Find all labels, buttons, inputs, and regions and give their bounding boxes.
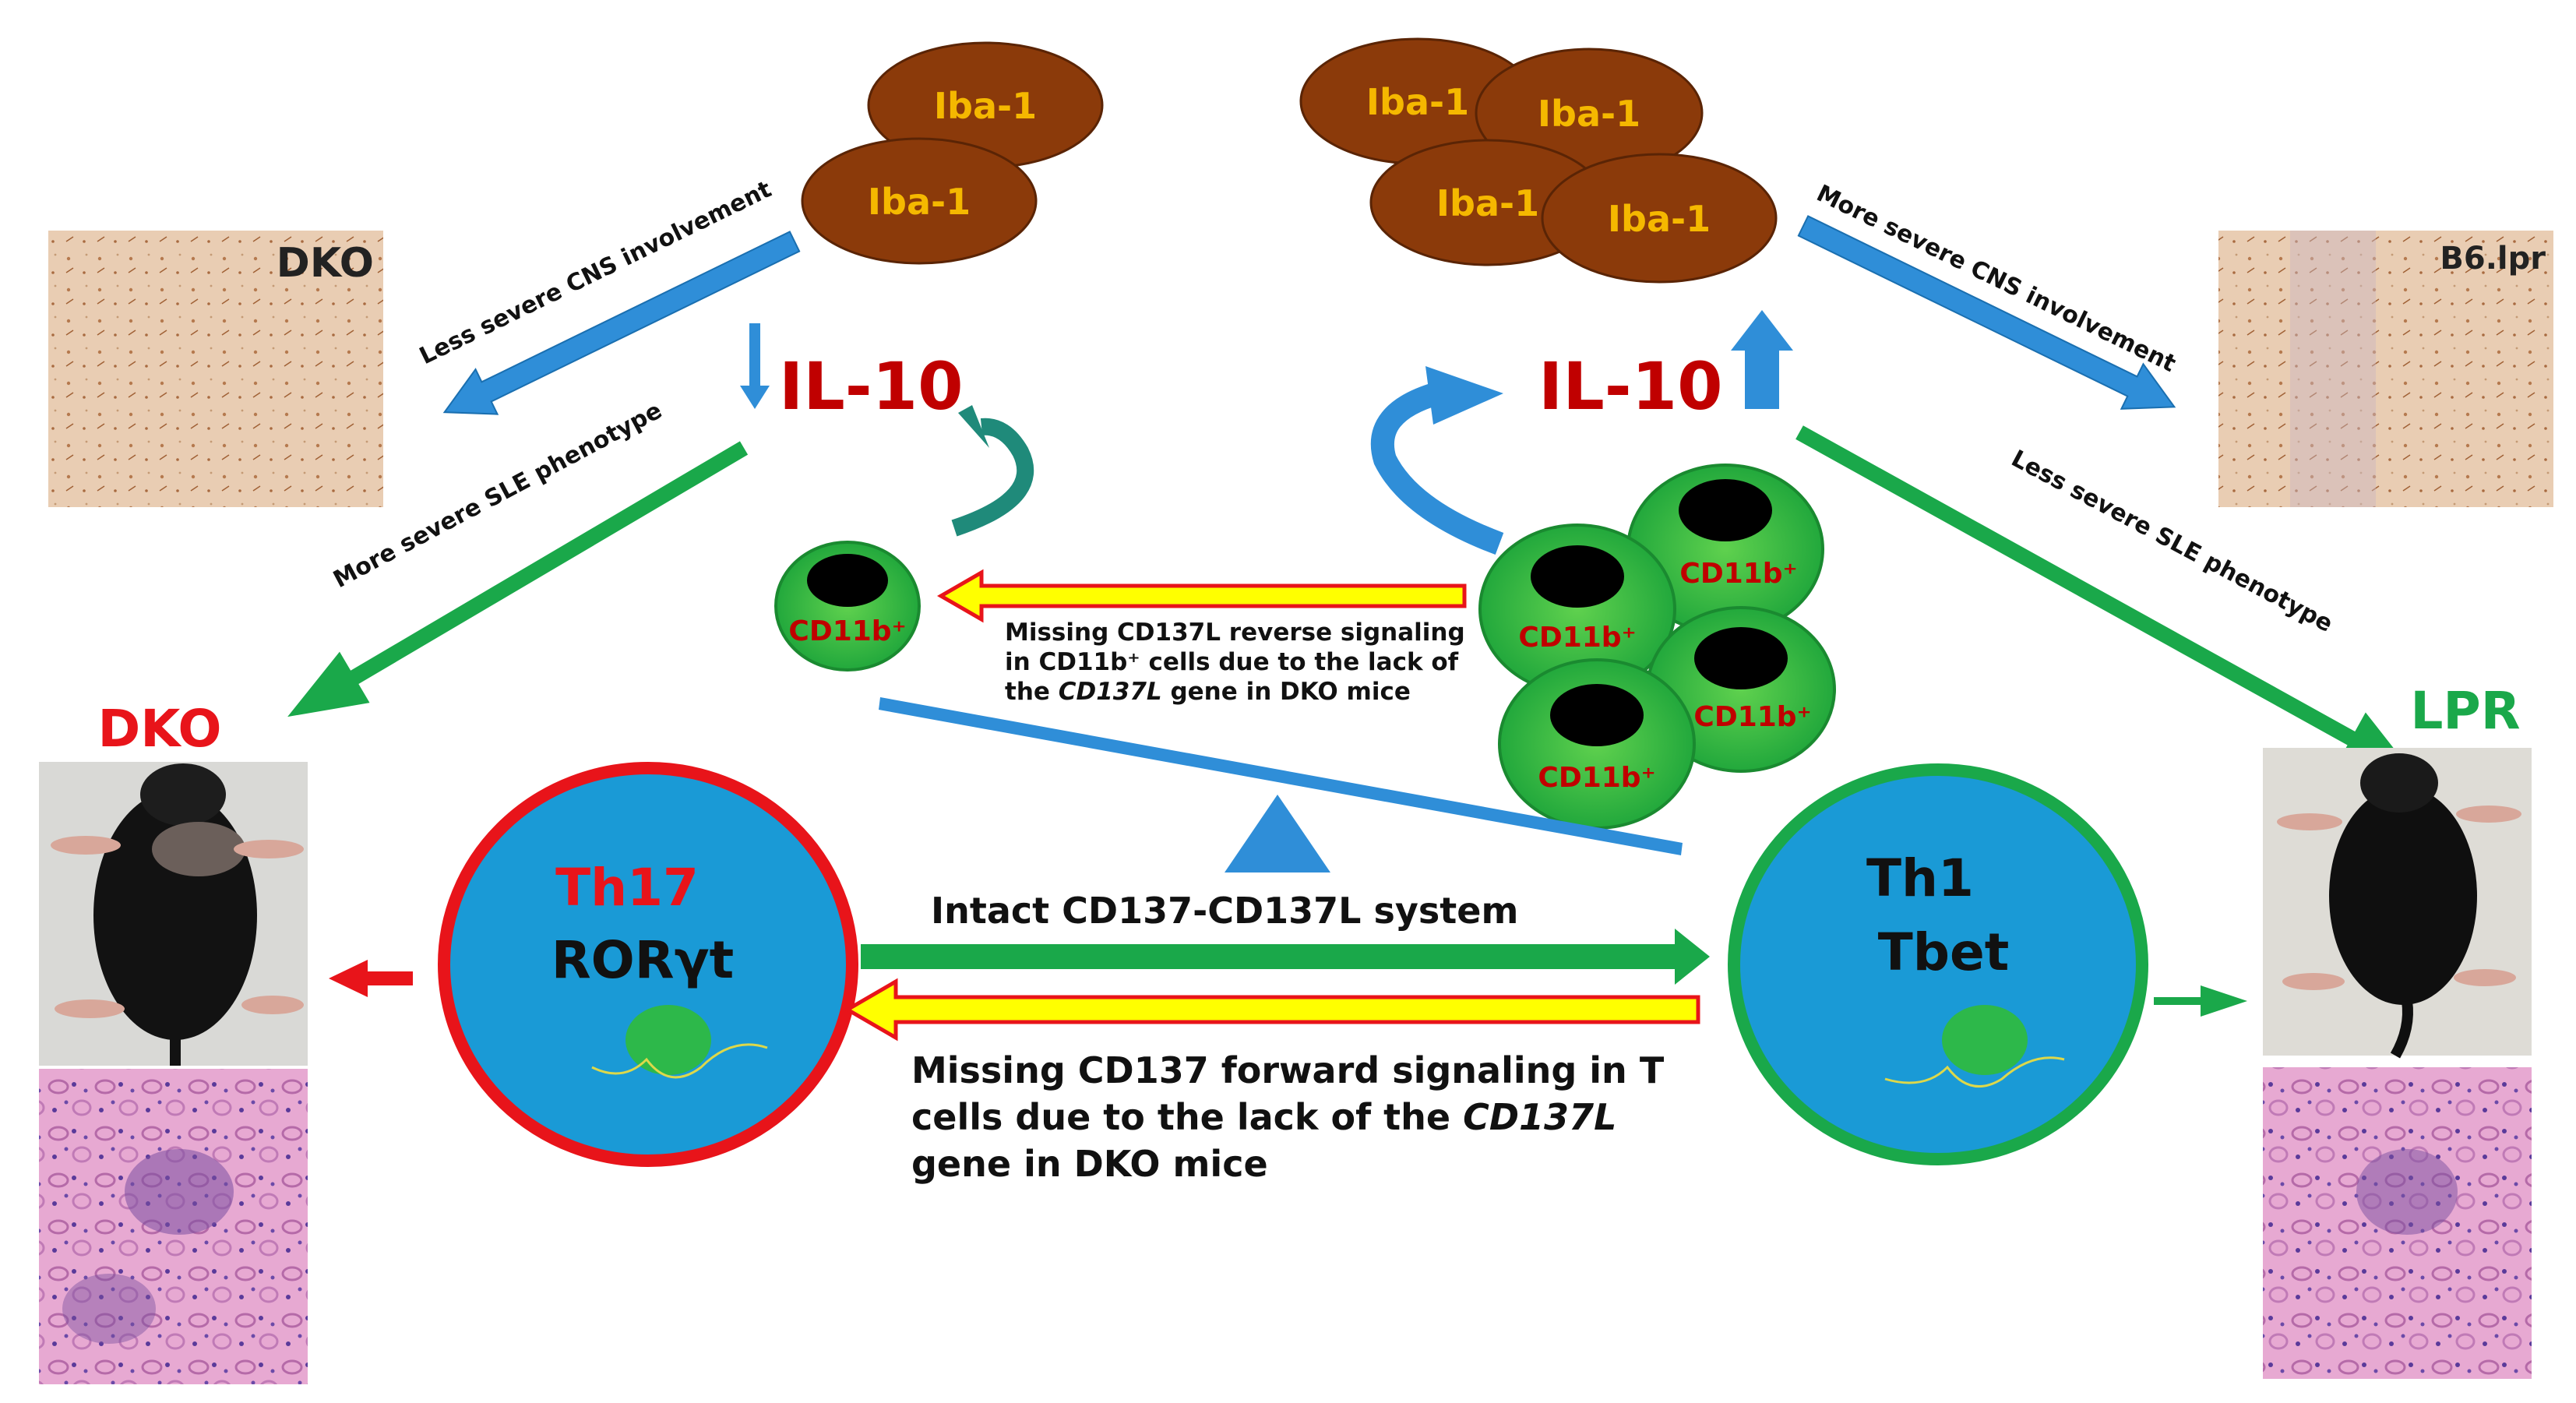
iba1-cluster-left: Iba-1 Iba-1 bbox=[801, 41, 1104, 265]
il10-down-arrow bbox=[740, 323, 770, 409]
iba1-label: Iba-1 bbox=[934, 85, 1037, 127]
il10-up-arrow bbox=[1731, 310, 1793, 409]
left-mouse-label: DKO bbox=[97, 699, 221, 759]
green-arrow-right bbox=[2154, 985, 2247, 1017]
th17-dna bbox=[591, 1043, 768, 1079]
less-cns-arrow bbox=[442, 231, 801, 415]
lpr-kidney-histology bbox=[2263, 1067, 2532, 1379]
seesaw bbox=[879, 697, 1683, 872]
il10-right-label: IL-10 bbox=[1538, 348, 1723, 425]
missing-forward-signal-arrow bbox=[844, 978, 1700, 1042]
iba1-label: Iba-1 bbox=[868, 181, 971, 223]
iba1-cell bbox=[1541, 153, 1778, 284]
more-cns-label: More severe CNS involvement bbox=[1812, 180, 2180, 378]
seesaw-fulcrum bbox=[1225, 795, 1330, 872]
missing-reverse-signal-note: Missing CD137L reverse signaling in CD11… bbox=[1005, 619, 1473, 706]
iba1-label: Iba-1 bbox=[1538, 93, 1640, 135]
iba1-label: Iba-1 bbox=[1608, 198, 1711, 240]
th1-label: Th1 bbox=[1866, 848, 1974, 908]
iba1-label: Iba-1 bbox=[1366, 81, 1469, 123]
il10-left-label: IL-10 bbox=[779, 348, 964, 425]
lpr-mouse-photo bbox=[2263, 748, 2532, 1059]
cd11b-label: CD11b⁺ bbox=[1693, 701, 1811, 733]
dko-mouse-photo bbox=[39, 762, 308, 1066]
more-cns-arrow bbox=[1797, 215, 2176, 410]
tbet-label: Tbet bbox=[1878, 922, 2010, 982]
th17-nucleus bbox=[625, 1005, 711, 1075]
missing-forward-signal-note: Missing CD137 forward signaling in T cel… bbox=[911, 1049, 1676, 1185]
intact-system-arrow bbox=[861, 929, 1710, 985]
iba1-cluster-right: Iba-1 Iba-1 Iba-1 Iba-1 bbox=[1299, 37, 1778, 284]
cd11b-label: CD11b⁺ bbox=[1538, 762, 1655, 794]
seesaw-beam bbox=[879, 697, 1683, 855]
brain-section-dko: DKO bbox=[48, 231, 383, 507]
right-mouse-label: LPR bbox=[2410, 681, 2520, 741]
brain-section-label: DKO bbox=[277, 240, 374, 287]
cd11b-label: CD11b⁺ bbox=[1679, 558, 1797, 590]
curved-arrow-left bbox=[951, 405, 1034, 537]
less-sle-arrow bbox=[1795, 425, 2413, 773]
th1-cell: Th1 Tbet bbox=[1728, 763, 2148, 1165]
curved-arrow-right bbox=[1370, 366, 1504, 555]
cd11b-cluster-right: CD11b⁺ CD11b⁺ CD11b⁺ CD11b⁺ bbox=[1478, 464, 1836, 830]
th1-nucleus bbox=[1942, 1005, 2028, 1075]
brain-section-lpr: B6.lpr bbox=[2218, 231, 2553, 507]
brain-section-label: B6.lpr bbox=[2440, 241, 2546, 277]
missing-reverse-signal-arrow bbox=[936, 569, 1467, 623]
more-sle-arrow bbox=[287, 441, 749, 717]
th17-cell: Th17 RORγt bbox=[438, 762, 858, 1167]
intact-system-label: Intact CD137-CD137L system bbox=[931, 890, 1518, 932]
th17-label: Th17 bbox=[555, 858, 699, 918]
cd11b-label: CD11b⁺ bbox=[1518, 622, 1636, 654]
iba1-label: Iba-1 bbox=[1436, 182, 1539, 224]
cd11b-label: CD11b⁺ bbox=[788, 615, 906, 647]
roryt-label: RORγt bbox=[551, 930, 734, 990]
iba1-cell bbox=[801, 137, 1038, 265]
th1-dna bbox=[1884, 1056, 2065, 1088]
red-arrow-left bbox=[329, 960, 413, 997]
cd11b-cell-left: CD11b⁺ bbox=[774, 541, 921, 672]
dko-kidney-histology bbox=[39, 1069, 308, 1384]
